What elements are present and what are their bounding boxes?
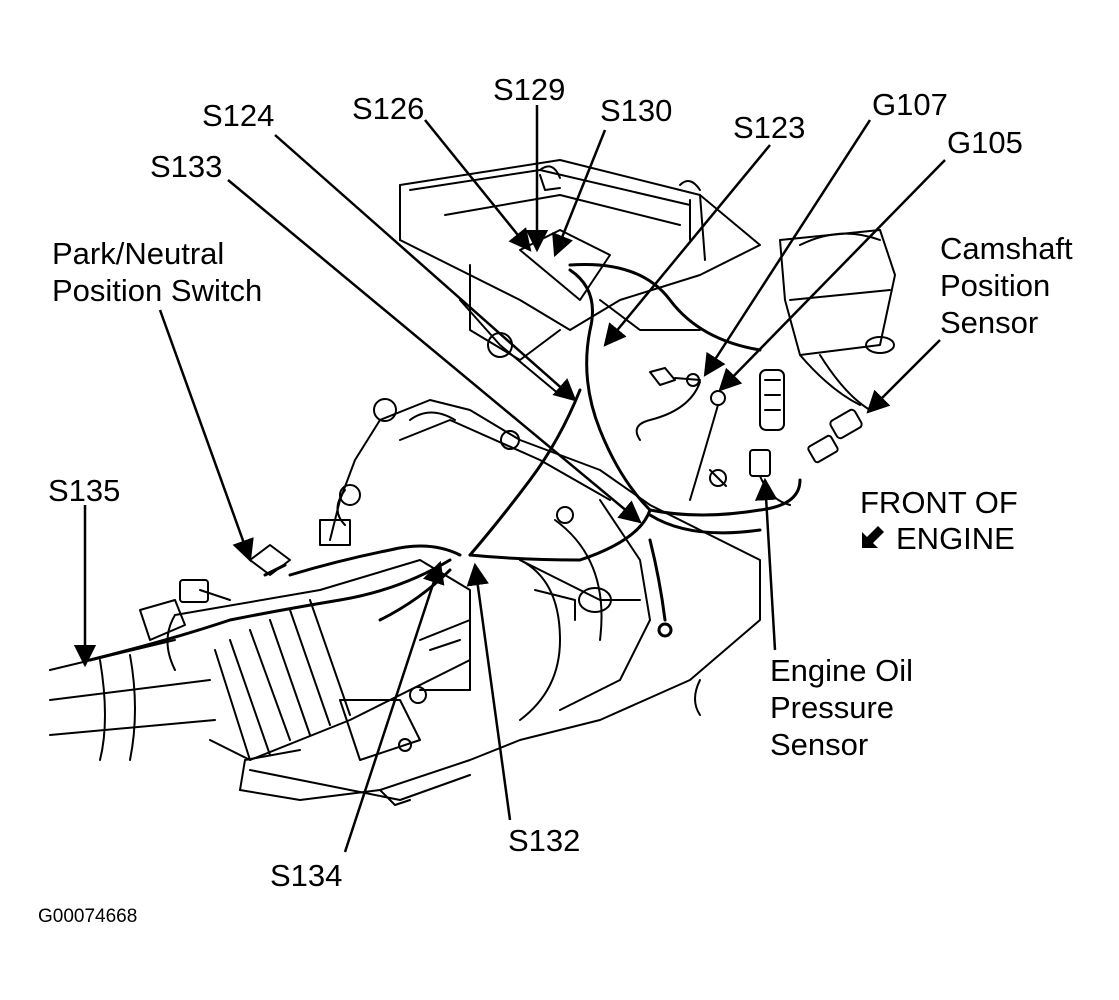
label-s126: S126 (352, 91, 425, 126)
leader-camshaft (866, 339, 941, 414)
leader-park-neutral (158, 309, 254, 563)
leader-s130 (552, 129, 607, 258)
leader-s132 (466, 562, 512, 821)
leader-g107 (703, 119, 872, 377)
label-s130: S130 (600, 93, 673, 128)
label-s132: S132 (508, 823, 581, 858)
label-s135: S135 (48, 473, 121, 508)
leader-engine-oil (754, 477, 778, 651)
label-s124: S124 (202, 98, 275, 133)
wiring-harness (88, 262, 802, 662)
arrow-down-left-icon (862, 526, 884, 548)
front-of-engine-line2: ENGINE (858, 520, 1015, 557)
label-g107: G107 (872, 87, 948, 122)
label-s134: S134 (270, 858, 343, 893)
camshaft-sensor-housing (779, 229, 896, 464)
tailshaft-extension (49, 519, 471, 761)
leader-g105 (718, 159, 946, 392)
leader-s134 (343, 560, 445, 853)
label-front-of-engine-line1: FRONT OF (860, 485, 1018, 520)
oil-pressure-sensor (749, 369, 791, 506)
leader-s124 (274, 134, 577, 402)
leader-s133 (227, 179, 642, 524)
engine-block (399, 159, 761, 396)
label-front-of-engine-line2: ENGINE (896, 521, 1015, 556)
ground-studs (635, 367, 727, 501)
label-s129: S129 (493, 72, 566, 107)
label-g105: G105 (947, 125, 1023, 160)
leader-s126 (424, 119, 532, 252)
label-park-neutral-switch: Park/Neutral Position Switch (52, 236, 263, 308)
label-camshaft-position-sensor: Camshaft Position Sensor (940, 231, 1073, 340)
leader-s123 (603, 144, 771, 347)
label-s123: S123 (733, 110, 806, 145)
leader-lines (73, 105, 946, 853)
label-engine-oil-pressure-sensor: Engine Oil Pressure Sensor (770, 653, 914, 762)
figure-id: G00074668 (38, 906, 138, 927)
label-s133: S133 (150, 149, 223, 184)
